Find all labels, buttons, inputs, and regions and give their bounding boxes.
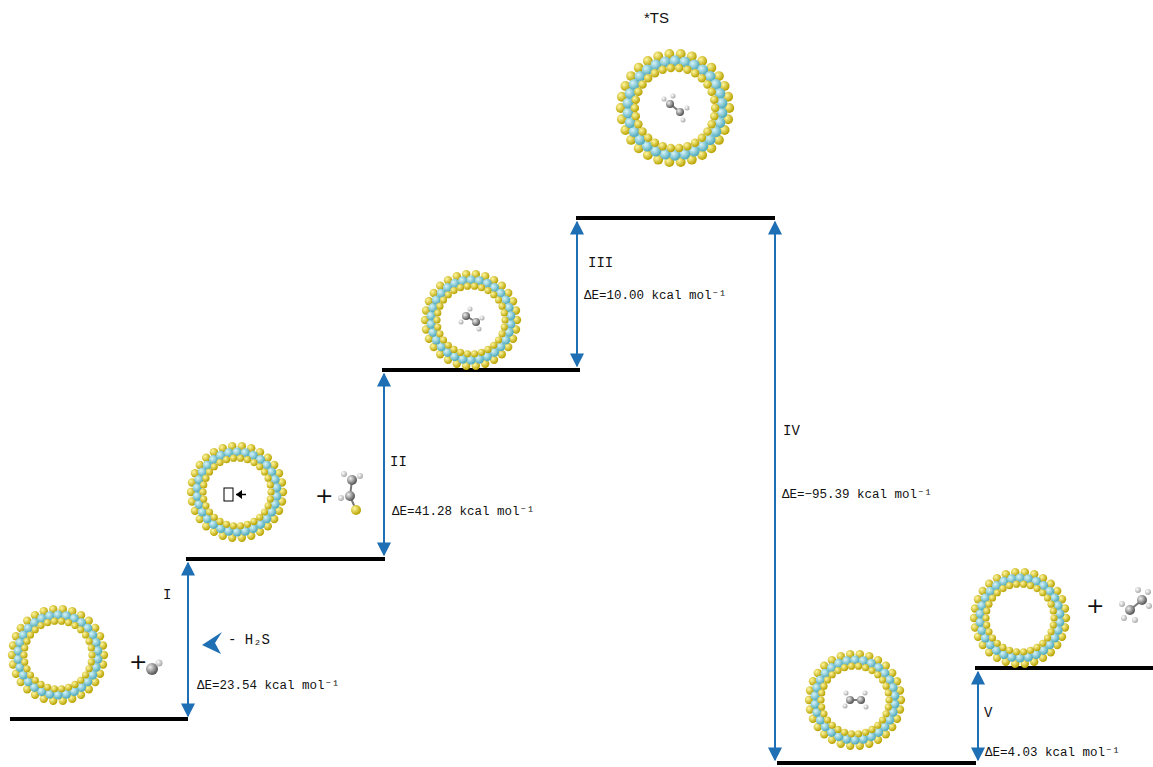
energy-value: ΔE=41.28 kcal mol⁻¹: [392, 506, 535, 520]
nanotube: [8, 605, 108, 705]
released-species: - H₂S: [228, 633, 270, 648]
energy-value: ΔE=−95.39 kcal mol⁻¹: [782, 489, 932, 503]
plus-sign: +: [129, 650, 147, 674]
energy-value: ΔE=4.03 kcal mol⁻¹: [985, 747, 1120, 761]
energy-arrows: [188, 222, 978, 760]
step-number: III: [588, 256, 613, 271]
step-number: IV: [783, 424, 800, 439]
nanotube: [805, 650, 905, 750]
nanotube: [616, 49, 734, 167]
step-number: II: [390, 455, 407, 470]
plus-sign: +: [315, 484, 333, 508]
energy-value: ΔE=23.54 kcal mol⁻¹: [197, 680, 340, 694]
energy-value: ΔE=10.00 kcal mol⁻¹: [584, 290, 727, 304]
release-arrow: [202, 632, 222, 654]
step-number: I: [163, 588, 171, 603]
nanotube: [187, 442, 287, 542]
energy-levels: [10, 218, 1153, 763]
plus-sign: +: [1086, 594, 1104, 618]
step-number: V: [984, 706, 992, 721]
nanotube: [970, 568, 1070, 668]
nanotubes: [8, 49, 1070, 750]
state-label: *TS: [644, 10, 669, 27]
nanotube: [421, 270, 521, 370]
molecules: [146, 94, 1152, 710]
